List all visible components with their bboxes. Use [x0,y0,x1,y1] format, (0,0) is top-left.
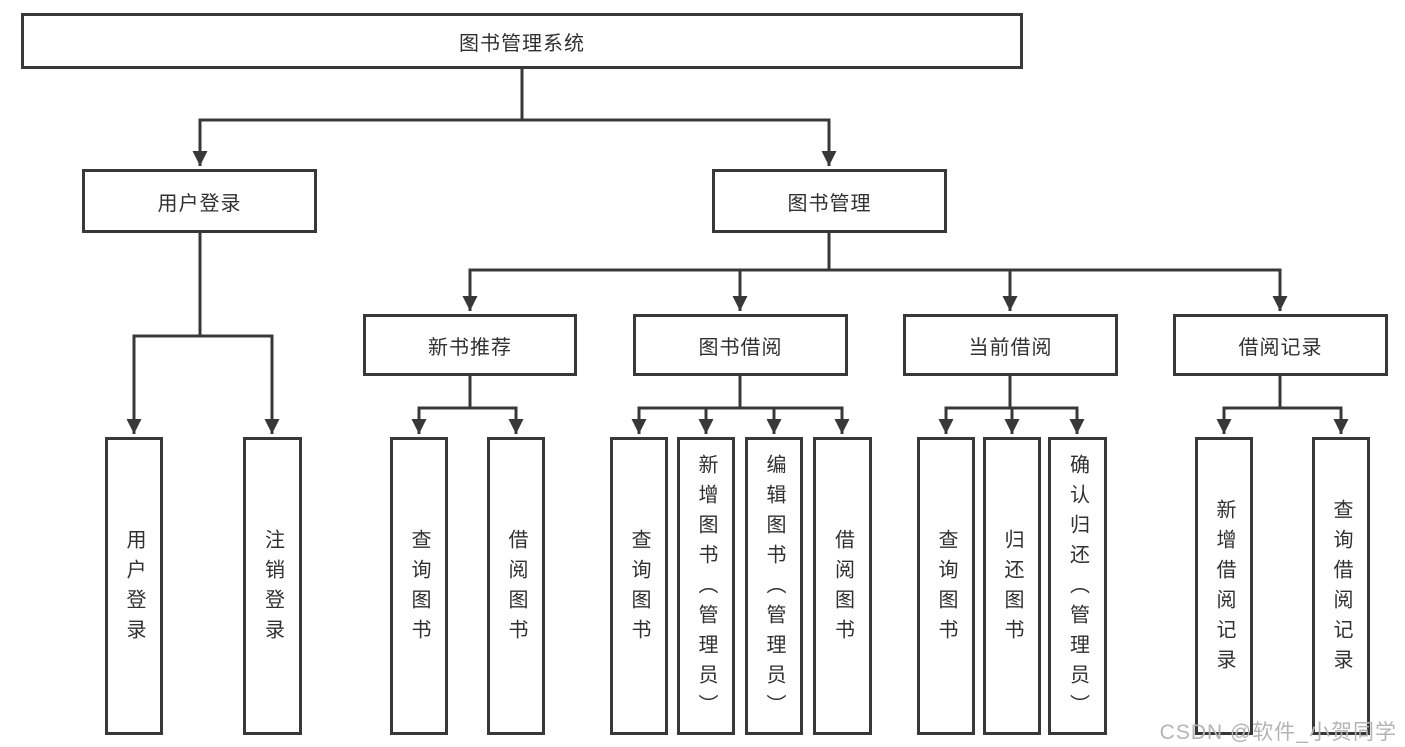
leaf-borrow-query-books: 查询图书 [610,437,668,735]
leaf-newrec-query-books: 查询图书 [390,437,448,735]
csdn-watermark: CSDN @软件_小贺同学 [1159,721,1397,744]
leaf-borrow-add-books-admin: 新增图书（管理员） [677,437,735,735]
leaf-logout-login: 注销登录 [243,437,302,735]
leaf-current-query-books: 查询图书 [917,437,975,735]
node-book-borrow: 图书借阅 [633,314,848,376]
leaf-current-confirm-return-admin: 确认归还（管理员） [1048,437,1107,735]
leaf-current-return-books: 归还图书 [983,437,1041,735]
node-book-management: 图书管理 [712,169,947,233]
node-new-book-recommend: 新书推荐 [363,314,577,376]
node-borrow-record: 借阅记录 [1173,314,1388,376]
leaf-user-login: 用户登录 [105,437,163,735]
leaf-record-add-borrow-record: 新增借阅记录 [1195,437,1253,735]
leaf-borrow-borrow-books: 借阅图书 [813,437,872,735]
node-user-login: 用户登录 [82,169,317,233]
leaf-newrec-borrow-books: 借阅图书 [487,437,545,735]
leaf-record-query-borrow-record: 查询借阅记录 [1312,437,1370,735]
node-root-system: 图书管理系统 [21,13,1023,69]
leaf-borrow-edit-books-admin: 编辑图书（管理员） [745,437,803,735]
node-current-borrow: 当前借阅 [903,314,1118,376]
